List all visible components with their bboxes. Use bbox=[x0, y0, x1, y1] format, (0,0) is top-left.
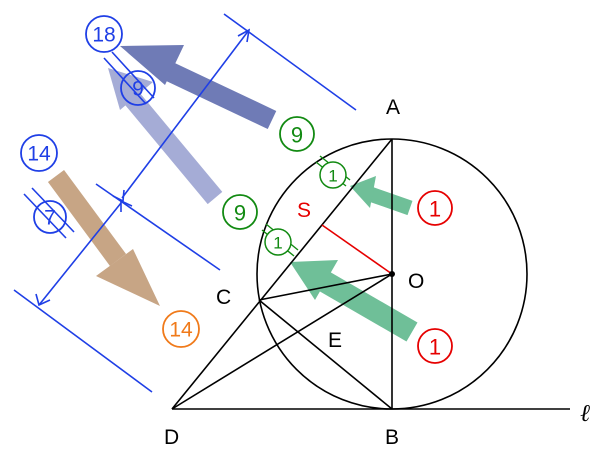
label-e: E bbox=[328, 329, 342, 352]
label-b: B bbox=[385, 426, 399, 449]
segment-da bbox=[171, 138, 393, 410]
svg-text:7: 7 bbox=[44, 207, 56, 230]
extension-line-bottom bbox=[13, 289, 153, 393]
ratio-green-9-mid: 9 bbox=[222, 194, 258, 230]
ratio-red-1-top: 1 bbox=[417, 190, 453, 226]
arrowhead-top bbox=[237, 28, 251, 43]
svg-text:18: 18 bbox=[92, 24, 115, 47]
label-c: C bbox=[216, 286, 231, 309]
svg-text:9: 9 bbox=[291, 123, 303, 148]
arrowhead-mid-up bbox=[112, 189, 125, 203]
point-o-dot bbox=[389, 271, 395, 277]
label-a: A bbox=[386, 96, 400, 119]
label-s: S bbox=[297, 199, 311, 222]
ratio-blue-14: 14 bbox=[20, 134, 58, 172]
ratio-blue-7: 7 bbox=[33, 200, 67, 234]
segment-so bbox=[321, 224, 393, 275]
segment-co bbox=[258, 273, 393, 301]
dimension-line-upper bbox=[121, 29, 250, 199]
ratio-blue-9: 9 bbox=[120, 70, 156, 106]
blue-dimension-lines bbox=[13, 13, 357, 393]
label-d: D bbox=[164, 426, 179, 449]
svg-text:1: 1 bbox=[328, 167, 337, 186]
label-line-l: ℓ bbox=[580, 399, 590, 427]
ratio-orange-14: 14 bbox=[162, 310, 200, 348]
label-o: O bbox=[408, 270, 424, 293]
arrow-18-to-9 bbox=[120, 45, 277, 130]
svg-text:1: 1 bbox=[429, 335, 441, 360]
arrow-1-to-1-top bbox=[350, 176, 413, 216]
segment-do bbox=[171, 273, 393, 410]
extension-line-top bbox=[223, 13, 357, 111]
ratio-red-1-bottom: 1 bbox=[417, 328, 453, 364]
arrow-9-to-9 bbox=[108, 68, 223, 205]
svg-text:9: 9 bbox=[234, 201, 246, 226]
ratio-green-9-top: 9 bbox=[279, 116, 315, 152]
ratio-green-1-top: 1 bbox=[319, 161, 347, 189]
svg-text:1: 1 bbox=[273, 234, 282, 253]
svg-text:14: 14 bbox=[27, 143, 51, 166]
ratio-green-1-mid: 1 bbox=[264, 228, 292, 256]
dimension-line-lower bbox=[38, 202, 122, 306]
svg-text:14: 14 bbox=[169, 319, 193, 342]
arrowhead-bottom bbox=[35, 293, 51, 307]
svg-text:1: 1 bbox=[429, 197, 441, 222]
arrow-1-to-1-bottom bbox=[290, 260, 418, 342]
svg-text:9: 9 bbox=[132, 78, 144, 101]
arrowhead-mid-down bbox=[120, 199, 133, 212]
ratio-blue-18: 18 bbox=[85, 15, 123, 53]
arrow-14-to-14 bbox=[47, 170, 160, 306]
segment-cb bbox=[258, 299, 393, 410]
